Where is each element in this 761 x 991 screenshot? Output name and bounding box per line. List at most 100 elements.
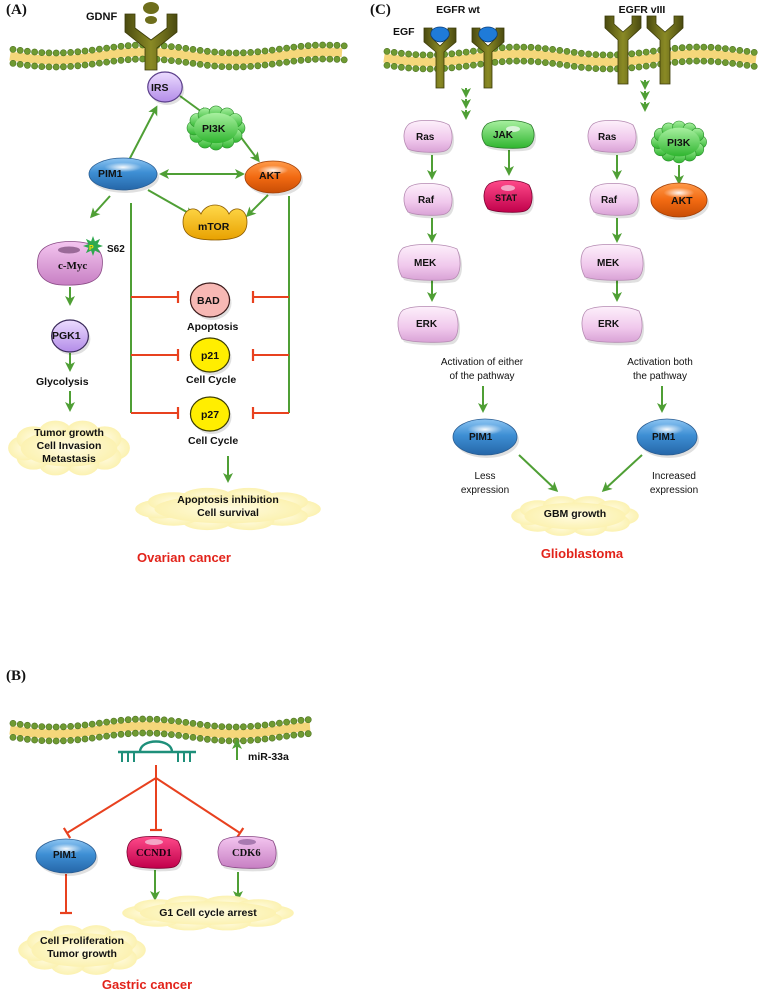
membrane-a-bead — [9, 46, 17, 53]
membrane-b-bead — [297, 730, 305, 738]
ccnd1-node-body — [126, 835, 182, 869]
membrane-c-bead — [563, 62, 571, 69]
mek-node-right — [580, 243, 646, 284]
membrane-c-bead — [671, 44, 679, 52]
membrane-a-bead — [275, 59, 283, 67]
membrane-c-bead — [520, 43, 528, 51]
membrane-a-bead — [124, 42, 132, 50]
membrane-b-bead — [74, 736, 82, 744]
akt-label-c: AKT — [671, 195, 693, 207]
raf-node-left-body — [403, 182, 453, 216]
membrane-a-bead — [81, 47, 89, 55]
membrane-c-bead — [606, 65, 614, 73]
membrane-c-bead — [707, 43, 715, 51]
pim1-label-b: PIM1 — [53, 850, 77, 861]
membrane-c-bead — [642, 48, 650, 56]
membrane-a-bead — [167, 57, 175, 64]
membrane-a-bead — [103, 58, 110, 66]
membrane-c-bead — [628, 64, 636, 72]
mirna-hairpin — [118, 740, 196, 762]
pim1-node-a — [88, 157, 159, 193]
arrow-akt-mtor — [245, 194, 269, 218]
p27-node-body — [189, 396, 231, 432]
egfr-viii-receptors — [604, 15, 684, 85]
outcome-cloud-ovarian-right — [135, 487, 321, 531]
membrane-a-bead — [326, 41, 334, 49]
membrane-a-bead — [189, 46, 197, 53]
outcome-cloud-gbm-center — [524, 502, 626, 530]
jak-label: JAK — [493, 130, 514, 141]
mek-node-left — [397, 243, 463, 284]
membrane-a-bead — [38, 63, 46, 70]
membrane-b-bead — [16, 735, 24, 742]
membrane-c-bead — [729, 60, 736, 67]
membrane-b-bead — [124, 716, 132, 724]
ras-label-left: Ras — [416, 132, 435, 143]
membrane-c-bead — [599, 65, 607, 73]
membrane-a-bead — [96, 59, 103, 67]
jak-node-body — [481, 119, 535, 149]
membrane-a-bead — [23, 47, 31, 55]
membrane-b-bead — [67, 737, 74, 744]
activation-right-line-2: the pathway — [633, 371, 687, 382]
pi3k-node-a — [186, 105, 246, 151]
membrane-c-bead — [412, 65, 420, 72]
outcome-g1-arrest: G1 Cell cycle arrest — [159, 907, 257, 919]
membrane-a-bead — [60, 63, 67, 71]
membrane-c-bead — [556, 61, 564, 68]
membrane-b-bead — [146, 729, 154, 737]
membrane-c-bead — [729, 46, 736, 53]
pim1-label-right: PIM1 — [652, 432, 676, 443]
panel-b-label: (B) — [6, 668, 26, 684]
activation-left-line-2: of the pathway — [449, 371, 514, 382]
membrane-c-bead — [383, 62, 391, 69]
membrane-a-bead — [247, 63, 254, 70]
membrane-b-bead — [225, 723, 233, 731]
membrane-c-bead — [743, 48, 751, 55]
pim1-node-b — [35, 838, 98, 876]
membrane-c-bead — [426, 65, 434, 73]
membrane-b-bead — [45, 723, 53, 731]
membrane-b-bead — [232, 723, 240, 731]
membrane-b-bead — [218, 723, 226, 730]
arrow-pim1-left-gbm — [518, 454, 559, 493]
membrane-b-bead — [31, 722, 38, 730]
raf-node-right — [589, 182, 641, 219]
membrane-c-bead — [722, 59, 729, 66]
ras-label-right: Ras — [598, 132, 617, 143]
membrane-a-bead — [131, 41, 139, 49]
membrane-a-bead — [110, 43, 118, 51]
membrane-b-bead — [38, 723, 46, 730]
membrane-b-bead — [182, 733, 190, 740]
outcome-cell-proliferation: Cell Proliferation — [40, 935, 124, 947]
membrane-c-bead — [678, 58, 686, 66]
membrane-b-bead — [96, 733, 103, 741]
membrane-a-bead — [218, 63, 226, 70]
membrane-b-bead — [218, 737, 226, 744]
pim1-label-left: PIM1 — [469, 432, 493, 443]
membrane-c-bead — [714, 44, 722, 52]
membrane-b-bead — [275, 733, 283, 741]
membrane-c-bead — [650, 47, 657, 55]
membrane-c-bead — [592, 65, 600, 72]
membrane-c-bead — [390, 63, 398, 70]
pi3k-label-a: PI3K — [202, 123, 226, 135]
membrane-b-bead — [160, 730, 168, 738]
membrane-c-bead — [635, 63, 643, 71]
membrane-b-bead — [211, 722, 218, 730]
membrane-c-bead — [390, 49, 398, 56]
membrane-a-bead — [333, 55, 341, 63]
membrane-c-bead — [419, 51, 427, 59]
membrane-c-bead — [700, 43, 708, 51]
membrane-c-bead — [650, 61, 657, 69]
expression-right-line-1: Increased — [652, 471, 696, 482]
membrane-a-bead — [326, 55, 334, 63]
membrane-a-bead — [283, 44, 290, 52]
membrane-b-bead — [110, 717, 118, 725]
arrow-pim1-right-gbm — [601, 454, 643, 493]
membrane-b-bead — [182, 719, 190, 726]
membrane-a-bead — [196, 61, 204, 68]
membrane-b-bead — [52, 723, 60, 731]
membrane-c-bead — [469, 47, 477, 55]
ras-node-left-body — [403, 119, 453, 153]
